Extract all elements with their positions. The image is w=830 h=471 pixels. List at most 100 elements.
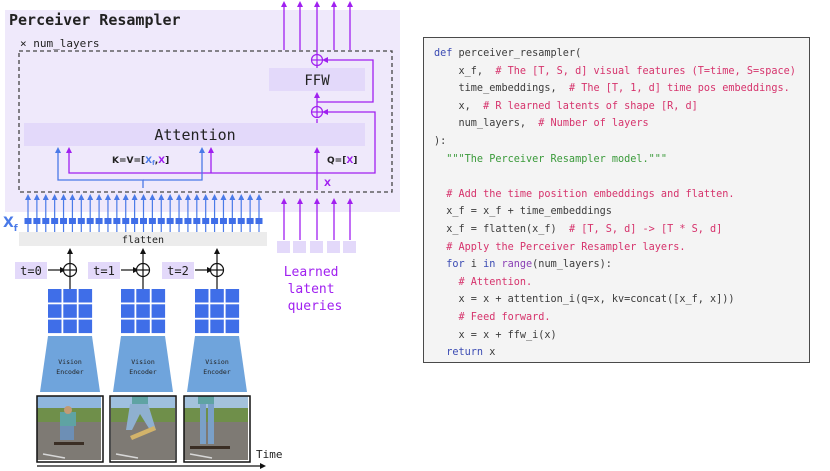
- code-token: # R learned latents of shape [R, d]: [483, 100, 698, 112]
- code-token: # Add the time position embeddings and f…: [434, 188, 735, 200]
- code-token: in: [483, 259, 496, 271]
- time-embedding-add-icon: [62, 262, 78, 278]
- latent-query-token: [293, 198, 306, 253]
- ffw-block: [269, 68, 365, 91]
- code-line: x_f = x_f + time_embeddings: [434, 203, 809, 221]
- attention-residual-add-icon: [310, 105, 324, 119]
- feature-token: [193, 194, 201, 232]
- output-latent-arrows: [281, 1, 353, 54]
- code-token: return: [434, 347, 484, 359]
- code-line: # Apply the Perceiver Resampler layers.: [434, 239, 809, 257]
- latent-query-token: [327, 198, 340, 253]
- latent-query-token: [310, 198, 323, 253]
- code-line: x = x + attention_i(q=x, kv=concat([x_f,…: [434, 291, 809, 309]
- code-token: for: [434, 259, 465, 271]
- code-line: x_f, # The [T, S, d] visual features (T=…: [434, 63, 809, 81]
- spatial-feature-grid: [195, 289, 240, 334]
- layer-repeat-box: [18, 50, 393, 193]
- time-embedding-add-icon: [209, 262, 225, 278]
- time-label-box: [88, 262, 120, 279]
- code-token: range: [501, 259, 533, 271]
- xf-label: Xf: [3, 215, 18, 234]
- num-layers-label: × num_layers: [20, 37, 99, 50]
- flatten-label: flatten: [122, 235, 164, 246]
- code-token: i: [464, 259, 484, 271]
- code-token: # The [T, S, d] visual features (T=time,…: [495, 65, 796, 77]
- feature-token: [211, 194, 219, 232]
- code-line: time_embeddings, # The [T, 1, d] time po…: [434, 80, 809, 98]
- feature-token: [33, 194, 41, 232]
- feature-token: [202, 194, 210, 232]
- q-label: Q=[X]: [327, 156, 357, 166]
- feature-token: [68, 194, 76, 232]
- latent-query-token: [343, 198, 356, 253]
- code-line: def perceiver_resampler(: [434, 45, 809, 63]
- code-line: x, # R learned latents of shape [R, d]: [434, 98, 809, 116]
- attention-block: [24, 123, 365, 146]
- frame-border: [36, 395, 104, 463]
- learned-latent-tokens: [277, 198, 356, 253]
- frame-border: [109, 395, 177, 463]
- ffw-label: FFW: [304, 73, 330, 89]
- code-token: num_layers,: [434, 118, 539, 130]
- code-line: x = x + ffw_i(x): [434, 327, 809, 345]
- code-token: ):: [434, 135, 447, 147]
- attention-label: Attention: [154, 126, 235, 144]
- feature-token: [86, 194, 94, 232]
- code-token: # Apply the Perceiver Resampler layers.: [434, 241, 686, 253]
- code-token: def: [434, 48, 453, 59]
- feature-token: [228, 194, 236, 232]
- ffw-residual-add-icon: [310, 53, 324, 67]
- flatten-block: [19, 232, 267, 246]
- code-token: # [T, S, d] -> [T * S, d]: [568, 223, 723, 235]
- code-line: ):: [434, 133, 809, 151]
- feature-token: [60, 194, 68, 232]
- feature-token: [113, 194, 121, 232]
- feature-token: [255, 194, 263, 232]
- time-label-box: [15, 262, 47, 279]
- code-token: (num_layers):: [532, 259, 612, 271]
- code-line: return x: [434, 344, 809, 362]
- code-token: # Number of layers: [538, 118, 649, 130]
- feature-token: [157, 194, 165, 232]
- code-token: x_f = flatten(x_f): [434, 223, 569, 235]
- feature-token: [140, 194, 147, 232]
- visual-feature-tokens: [24, 194, 263, 232]
- feature-token: [51, 194, 59, 232]
- feature-token: [104, 194, 112, 232]
- time-label: t=1: [93, 264, 115, 278]
- code-line: for i in range(num_layers):: [434, 256, 809, 274]
- feature-token: [77, 194, 85, 232]
- code-line: # Feed forward.: [434, 309, 809, 327]
- code-token: time_embeddings,: [434, 83, 569, 95]
- latent-query-token: [277, 198, 290, 253]
- code-line: # Add the time position embeddings and f…: [434, 186, 809, 204]
- code-token: """The Perceiver Resampler model.""": [434, 153, 668, 165]
- spatial-feature-grid: [48, 289, 93, 334]
- feature-token: [175, 194, 183, 232]
- code-token: x = x + attention_i(q=x, kv=concat([x_f,…: [434, 294, 735, 306]
- feature-token: [148, 194, 156, 232]
- perceiver-resampler-diagram: Perceiver Resampler × num_layers FFW Att…: [3, 1, 400, 469]
- code-token: perceiver_resampler(: [452, 48, 582, 59]
- kv-label: K=V=[Xf,X]: [112, 156, 169, 167]
- visual-feature-kv-arrows: [55, 147, 205, 188]
- code-token: x: [483, 347, 496, 359]
- feature-token: [42, 194, 50, 232]
- video-frame-image: [111, 396, 175, 460]
- learned-latent-queries-label: Learned latent queries: [284, 265, 347, 314]
- code-line: [434, 168, 809, 186]
- feature-token: [24, 194, 32, 232]
- code-token: x_f,: [434, 65, 496, 77]
- code-token: # The [T, 1, d] time pos embeddings.: [568, 83, 790, 95]
- feature-token: [131, 194, 139, 232]
